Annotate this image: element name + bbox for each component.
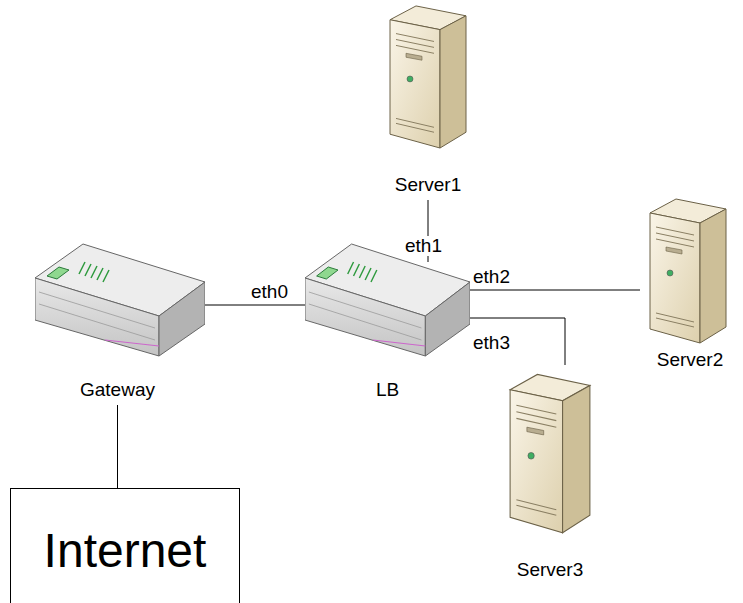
interface-label: eth0: [250, 282, 289, 302]
network-link: [470, 290, 640, 291]
network-link: [117, 405, 118, 488]
interface-label: eth2: [472, 267, 511, 287]
server-node: Server1: [378, 0, 478, 200]
server-icon: [390, 6, 466, 148]
router-icon: [305, 244, 470, 356]
router-icon: [35, 244, 205, 356]
interface-label: eth3: [472, 333, 511, 353]
device-label: Server1: [395, 174, 462, 196]
server-node: Server3: [500, 365, 600, 585]
interface-label: eth1: [404, 236, 443, 256]
device-label: Gateway: [80, 379, 155, 401]
server-icon: [650, 199, 726, 343]
device-label: LB: [376, 379, 399, 401]
device-label: Server3: [517, 559, 584, 581]
device-label: Server2: [657, 349, 724, 371]
network-link: [470, 318, 565, 365]
server-node: Server2: [640, 190, 740, 375]
load-balancer-node: LB: [305, 262, 470, 405]
network-label: Internet: [44, 523, 207, 579]
network-link: [205, 305, 305, 306]
internet-box: Internet: [10, 488, 240, 603]
server-icon: [510, 374, 590, 532]
gateway-node: Gateway: [30, 262, 205, 405]
